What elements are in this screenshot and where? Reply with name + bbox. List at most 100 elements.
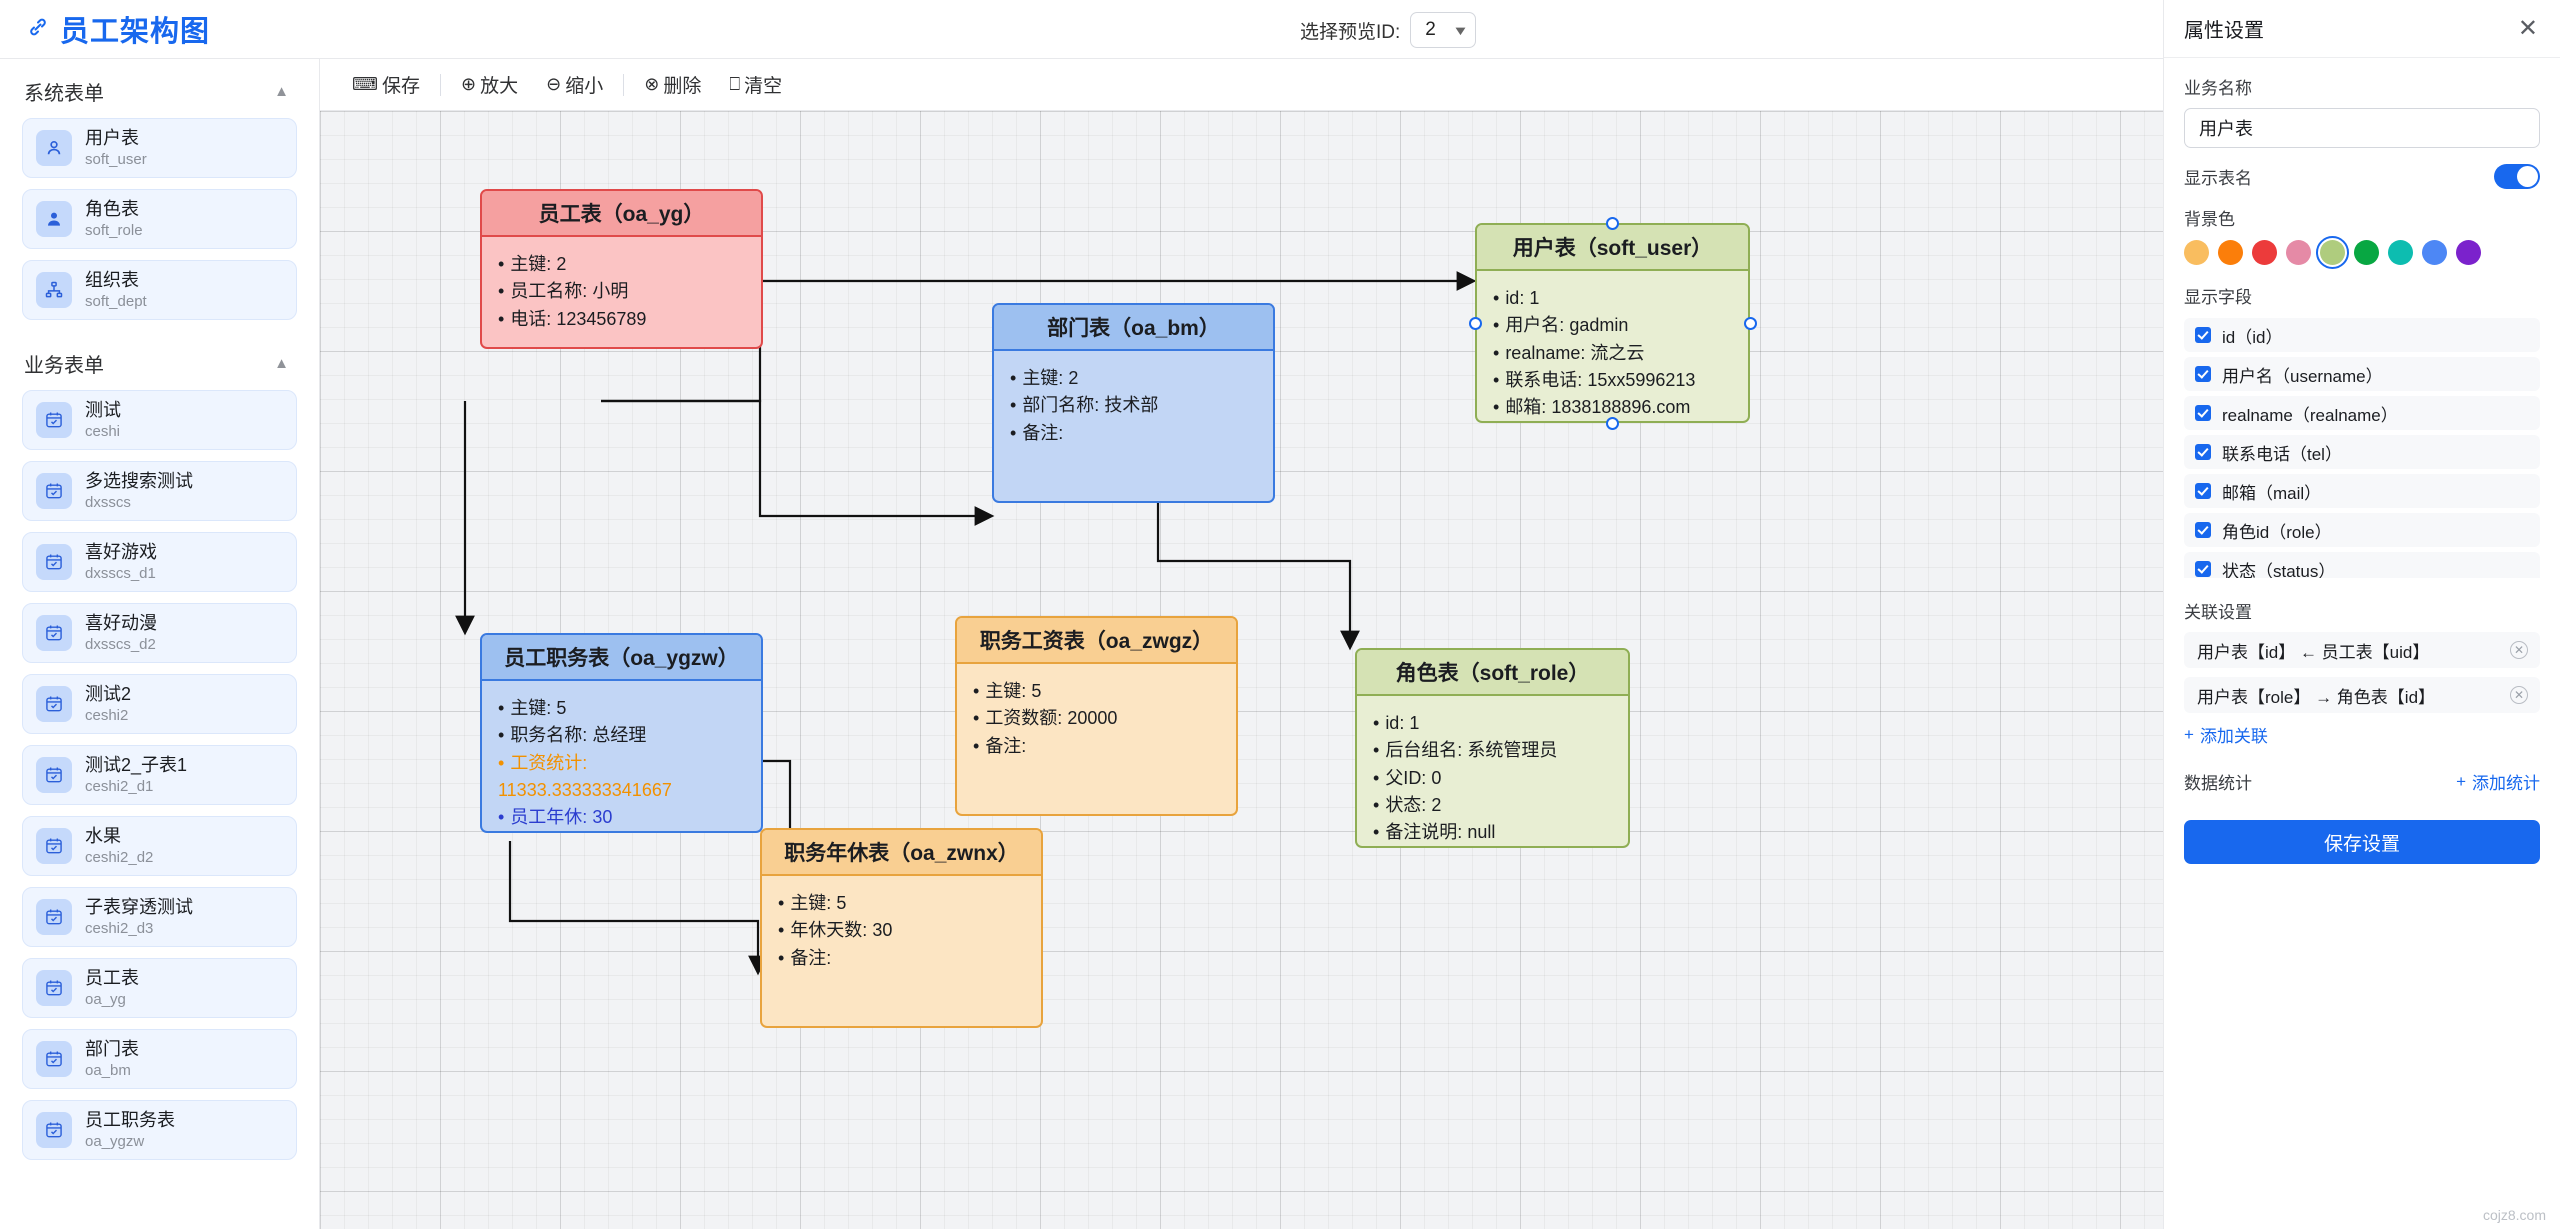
sidebar-item-code: soft_dept [85,292,147,310]
color-swatch-4[interactable] [2316,236,2349,269]
preview-id-select[interactable]: 2 ▼ [1410,12,1477,48]
display-fields-list[interactable]: id（id） 用户名（username） realname（realname） 联系电… [2184,318,2540,578]
node-field: realname: 流之云 [1505,342,1645,363]
chevron-up-icon[interactable]: ▲ [274,83,289,100]
color-swatch-0[interactable] [2184,240,2209,265]
node-header: 职务工资表（oa_zwgz） [957,618,1236,664]
field-item[interactable]: realname（realname） [2184,396,2540,430]
node-header: 部门表（oa_bm） [994,305,1273,351]
color-swatch-7[interactable] [2422,240,2447,265]
sidebar-item-soft-dept[interactable]: 组织表 soft_dept [22,260,297,320]
diagram-node-oa-bm[interactable]: 部门表（oa_bm） •主键: 2 •部门名称: 技术部 •备注: [992,303,1275,503]
node-port-top[interactable] [1606,217,1619,230]
node-field: 主键: 2 [1022,368,1079,388]
color-swatch-8[interactable] [2456,240,2481,265]
sidebar-item-label: 测试 [85,400,121,421]
clear-button[interactable]: ⎕ 清空 [715,67,796,102]
field-checkbox[interactable] [2195,444,2211,460]
diagram-canvas[interactable]: 员工表（oa_yg） •主键: 2 •员工名称: 小明 •电话: 1234567… [320,111,2163,1229]
add-statistic-button[interactable]: + 添加统计 [2456,769,2540,794]
color-swatch-3[interactable] [2286,240,2311,265]
sidebar-item-code: ceshi2_d2 [85,848,154,866]
sidebar-item-soft-role[interactable]: 角色表 soft_role [22,189,297,249]
remove-relation-icon[interactable]: ✕ [2510,686,2528,704]
plus-icon: + [2456,771,2466,791]
business-name-input[interactable] [2184,108,2540,148]
toolbar-divider [440,73,441,96]
display-fields-label: 显示字段 [2184,288,2252,307]
sidebar-group-business-header[interactable]: 业务表单 ▲ [0,331,319,390]
node-port-right[interactable] [1744,317,1757,330]
field-item[interactable]: 邮箱（mail） [2184,474,2540,508]
field-item[interactable]: 状态（status） [2184,552,2540,578]
field-checkbox[interactable] [2195,405,2211,421]
color-swatch-6[interactable] [2388,240,2413,265]
field-checkbox[interactable] [2195,483,2211,499]
field-item[interactable]: 用户名（username） [2184,357,2540,391]
sidebar-item-code: oa_yg [85,990,126,1008]
node-field: 员工名称: 小明 [510,281,629,302]
panel-body: 业务名称 显示表名 背景色 显示字段 id（id）用户名（username）re… [2164,58,2560,864]
color-swatch-2[interactable] [2252,240,2277,265]
diagram-node-oa-zwgz[interactable]: 职务工资表（oa_zwgz） •主键: 5 •工资数额: 20000 •备注: [955,616,1238,816]
show-table-name-toggle[interactable] [2494,164,2540,189]
relation-item[interactable]: 用户表【id】 ← 员工表【uid】✕ [2184,632,2540,668]
diagram-node-soft-role[interactable]: 角色表（soft_role） •id: 1 •后台组名: 系统管理员 •父ID:… [1355,648,1630,848]
relation-item[interactable]: 用户表【role】 → 角色表【id】✕ [2184,677,2540,713]
sidebar-item-text: 角色表 soft_role [85,199,143,239]
diagram-node-oa-zwnx[interactable]: 职务年休表（oa_zwnx） •主键: 5 •年休天数: 30 •备注: [760,828,1043,1028]
diagram-node-oa-ygzw[interactable]: 员工职务表（oa_ygzw） •主键: 5 •职务名称: 总经理 •工资统计: … [480,633,763,833]
diagram-node-soft-user[interactable]: 用户表（soft_user） •id: 1 •用户名: gadmin •real… [1475,223,1750,423]
form-icon [36,615,72,651]
background-color-swatches[interactable] [2184,236,2540,269]
close-icon[interactable]: ✕ [2517,14,2538,42]
field-checkbox[interactable] [2195,366,2211,382]
node-port-left[interactable] [1469,317,1482,330]
sidebar-item-soft-user[interactable]: 用户表 soft_user [22,118,297,178]
preview-id-value: 2 [1425,19,1436,40]
node-field: id: 1 [1505,288,1540,308]
remove-relation-icon[interactable]: ✕ [2510,641,2528,659]
node-header: 用户表（soft_user） [1477,225,1748,271]
diagram-node-oa-yg[interactable]: 员工表（oa_yg） •主键: 2 •员工名称: 小明 •电话: 1234567… [480,189,763,349]
plus-icon: + [2184,724,2194,744]
save-settings-button[interactable]: 保存设置 [2184,820,2540,864]
zoom-out-label: 缩小 [565,76,604,97]
node-field: 备注: [790,947,832,968]
field-item[interactable]: id（id） [2184,318,2540,352]
sidebar-item-label: 部门表 [85,1039,139,1060]
add-relation-button[interactable]: + 添加关联 [2184,722,2540,747]
field-label: 邮箱（mail） [2222,483,2322,503]
save-button[interactable]: ⌨ 保存 [338,67,434,102]
field-checkbox[interactable] [2195,327,2211,343]
delete-button[interactable]: ⊗ 删除 [630,67,715,102]
chevron-up-icon[interactable]: ▲ [274,355,289,372]
node-body: •主键: 2 •员工名称: 小明 •电话: 123456789 [498,254,647,329]
user-outline-icon [36,130,72,166]
node-port-bottom[interactable] [1606,417,1619,430]
sidebar-item-label: 测试2 [85,684,132,705]
field-checkbox[interactable] [2195,522,2211,538]
sidebar[interactable]: 系统表单 ▲ 用户表 soft_user 角色表 soft_role [0,58,320,1229]
zoom-out-button[interactable]: ⊖ 缩小 [532,67,617,102]
field-item[interactable]: 角色id（role） [2184,513,2540,547]
color-swatch-1[interactable] [2218,240,2243,265]
node-field: 职务名称: 总经理 [510,725,647,746]
color-swatch-5[interactable] [2354,240,2379,265]
field-checkbox[interactable] [2195,561,2211,577]
field-item[interactable]: 联系电话（tel） [2184,435,2540,469]
zoom-in-button[interactable]: ⊕ 放大 [447,67,532,102]
sidebar-group-system-header[interactable]: 系统表单 ▲ [0,59,319,118]
